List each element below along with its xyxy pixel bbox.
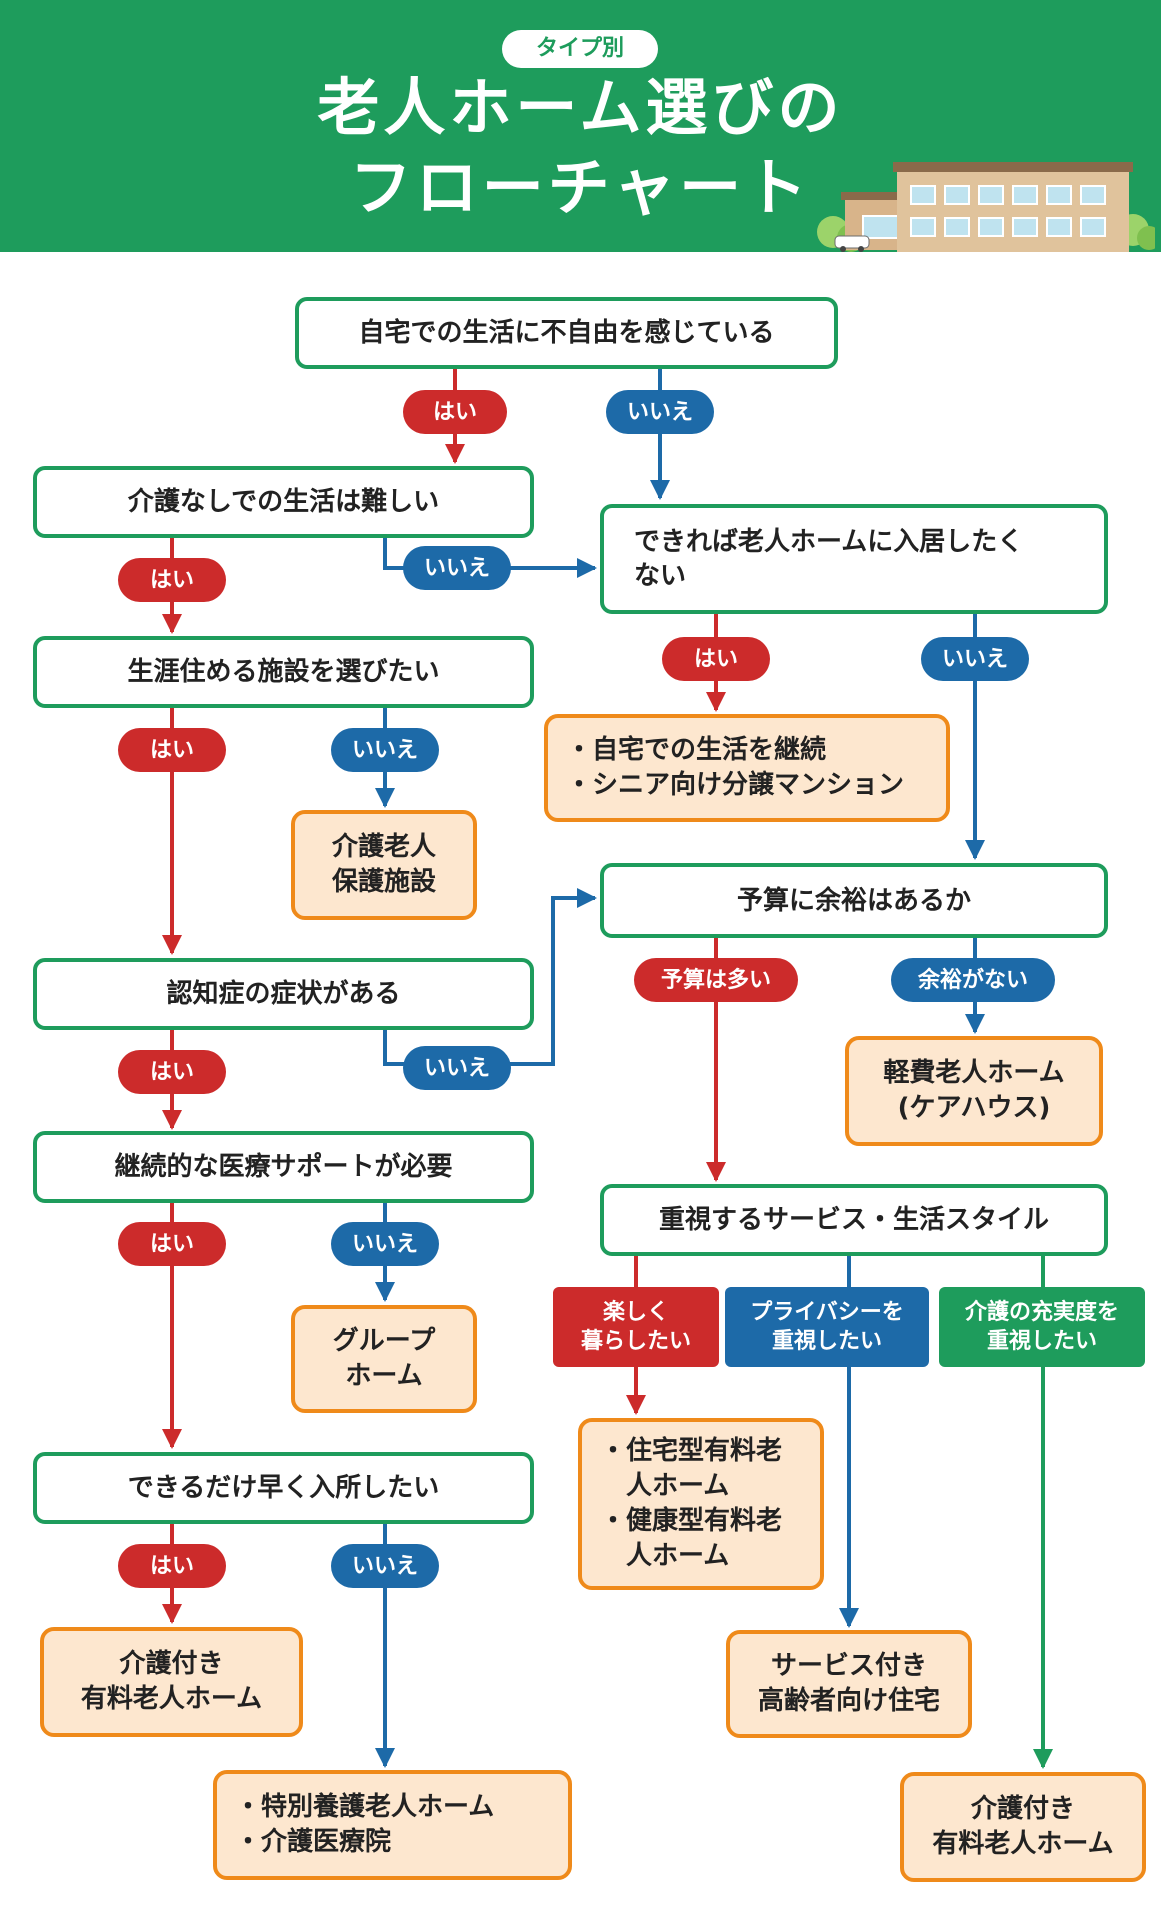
question-lifelong-facility: 生涯住める施設を選びたい [33, 636, 534, 708]
yes-pill-q4: はい [118, 728, 226, 772]
no-pill-q4: いいえ [331, 728, 439, 772]
nursing-home-building-icon [817, 162, 1155, 252]
type-tag: タイプ別 [502, 30, 658, 68]
result-group-home: グループ ホーム [291, 1305, 477, 1413]
header-banner: タイプ別 老人ホーム選びの フローチャート [0, 0, 1161, 252]
no-pill-q7: いいえ [331, 1222, 439, 1266]
fun-lifestyle-pill: 楽しく 暮らしたい [553, 1287, 719, 1367]
yes-pill-q9: はい [118, 1544, 226, 1588]
yes-pill-q1: はい [403, 390, 507, 434]
no-pill-q2: いいえ [403, 546, 511, 590]
title-line-1: 老人ホーム選びの [317, 71, 844, 144]
no-pill-q3: いいえ [921, 637, 1029, 681]
budget-low-pill: 余裕がない [891, 958, 1055, 1002]
title-line-2: フローチャート [349, 151, 812, 224]
question-hard-without-care: 介護なしでの生活は難しい [33, 466, 534, 538]
yes-pill-q2: はい [118, 558, 226, 602]
question-medical-support: 継続的な医療サポートが必要 [33, 1131, 534, 1203]
yes-pill-q3: はい [662, 637, 770, 681]
result-service-housing: サービス付き 高齢者向け住宅 [726, 1630, 972, 1738]
no-pill-q9: いいえ [331, 1544, 439, 1588]
question-budget: 予算に余裕はあるか [600, 863, 1108, 938]
result-stay-home: ・自宅での生活を継続 ・シニア向け分譲マンション [544, 714, 950, 822]
privacy-pill: プライバシーを 重視したい [725, 1287, 929, 1367]
result-care-house: 軽費老人ホーム (ケアハウス) [845, 1036, 1103, 1146]
no-pill-q1: いいえ [606, 390, 714, 434]
no-pill-q6: いいえ [403, 1046, 511, 1090]
question-home-inconvenience: 自宅での生活に不自由を感じている [295, 297, 838, 369]
result-tokuyo: ・特別養護老人ホーム ・介護医療院 [213, 1770, 572, 1880]
result-roken: 介護老人 保護施設 [291, 810, 477, 920]
question-dementia: 認知症の症状がある [33, 958, 534, 1030]
care-quality-pill: 介護の充実度を 重視したい [939, 1287, 1145, 1367]
question-service-lifestyle: 重視するサービス・生活スタイル [600, 1184, 1108, 1256]
question-early-admission: できるだけ早く入所したい [33, 1452, 534, 1524]
yes-pill-q6: はい [118, 1050, 226, 1094]
result-kaigo-tsuki-right: 介護付き 有料老人ホーム [900, 1772, 1146, 1882]
result-jutaku-kenko: ・住宅型有料老 人ホーム ・健康型有料老 人ホーム [578, 1418, 824, 1590]
budget-high-pill: 予算は多い [634, 958, 798, 1002]
yes-pill-q7: はい [118, 1222, 226, 1266]
result-kaigo-tsuki-left: 介護付き 有料老人ホーム [40, 1627, 303, 1737]
question-avoid-nursing-home: できれば老人ホームに入居したく ない [600, 504, 1108, 614]
